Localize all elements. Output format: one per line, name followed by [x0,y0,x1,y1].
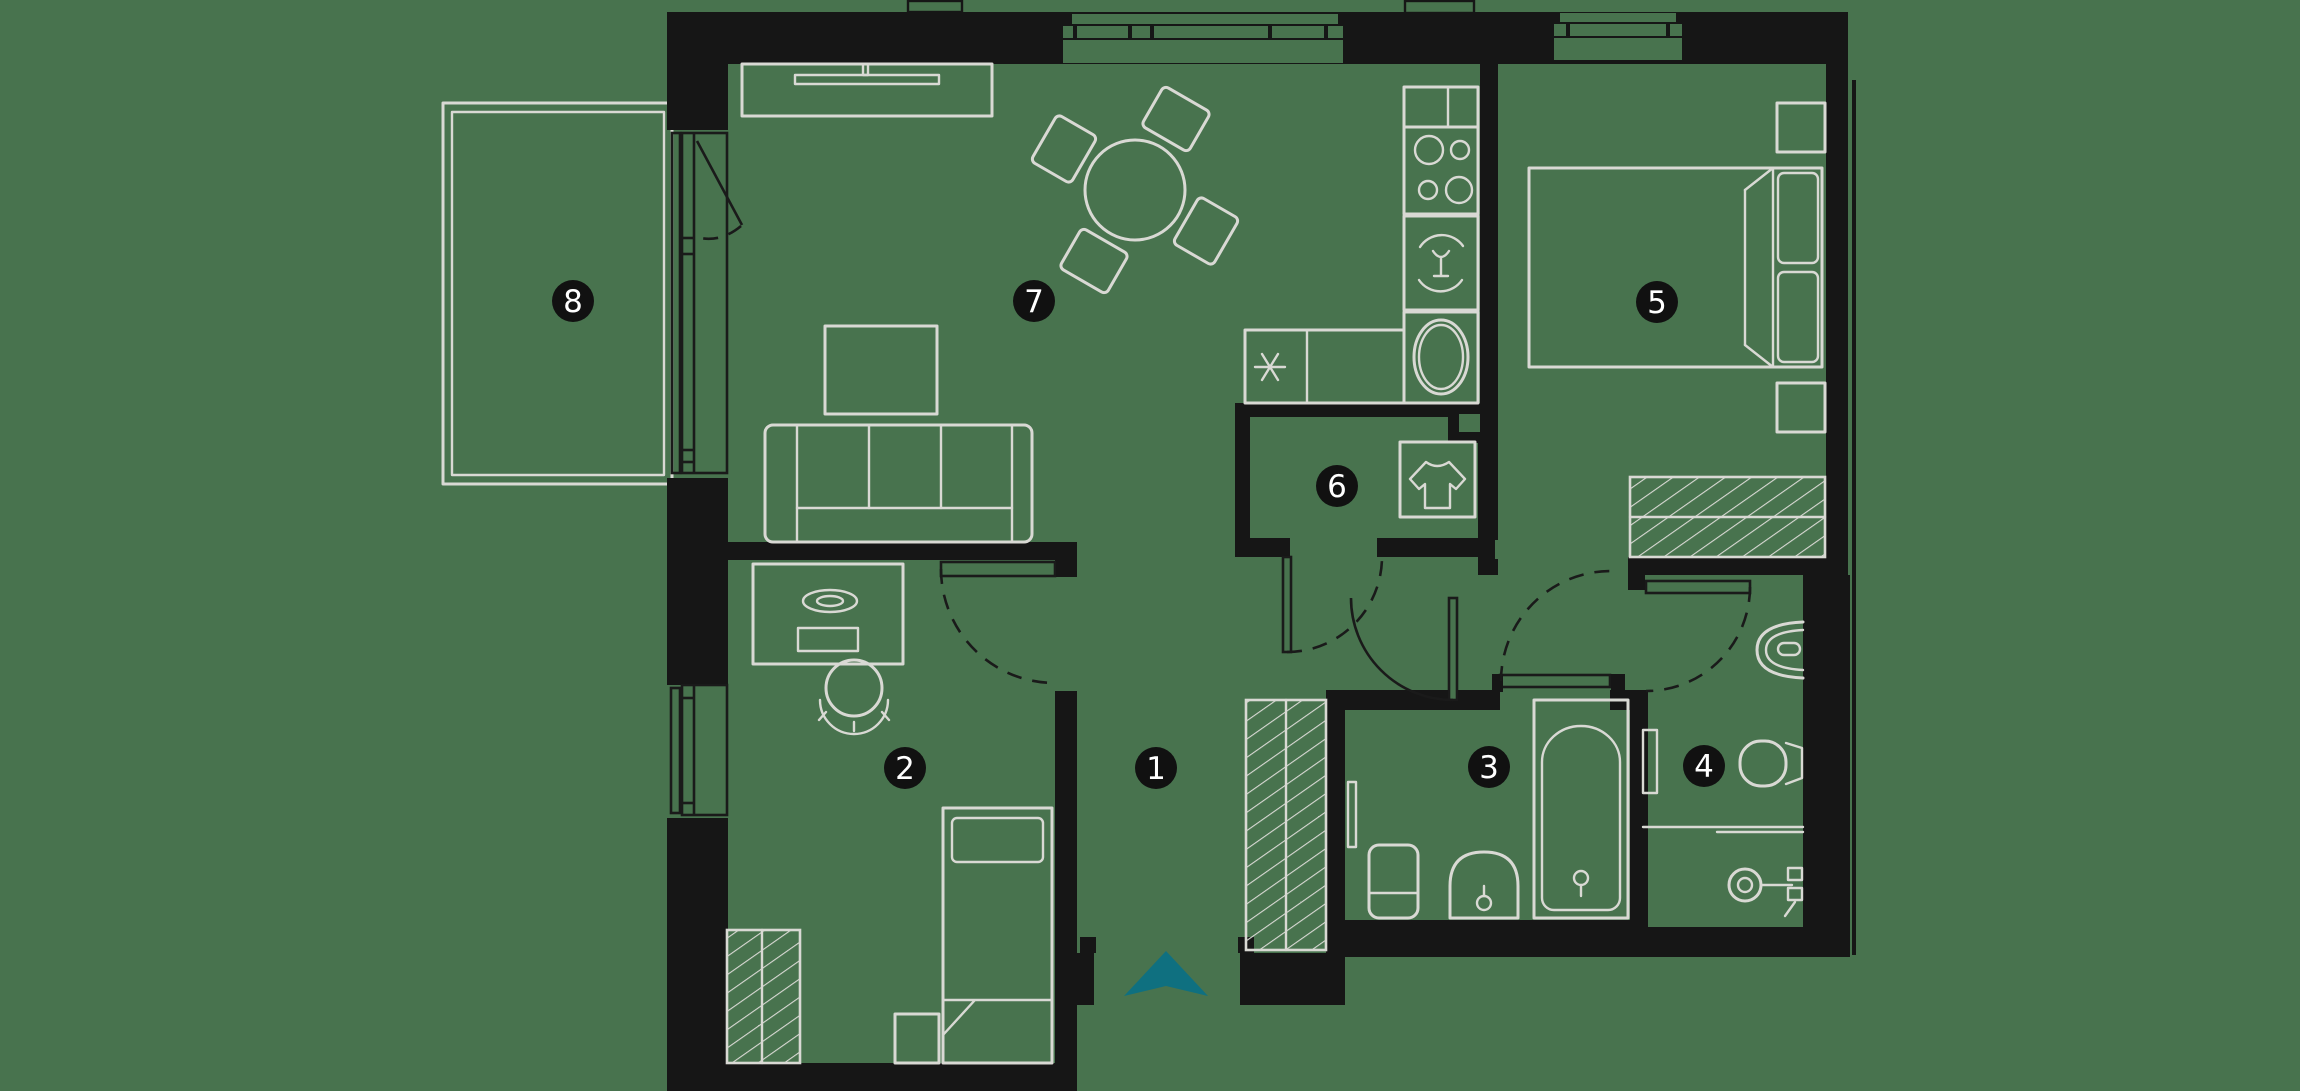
dining-table [1083,138,1187,242]
nightstand [893,1012,941,1065]
entrance-direction-arrow-icon [1124,951,1208,996]
dining-chair [1030,114,1098,184]
dining-chair [1172,196,1240,266]
doors [939,555,1752,702]
dishwasher [1402,214,1480,312]
balcony-door-window [670,131,744,475]
closet-box [1398,440,1477,519]
living-room-furniture [740,62,1240,544]
keyboard [796,626,860,653]
room-number: 4 [1694,749,1714,785]
bedroom2-door-leaf [939,560,1057,578]
balcony-door-swing [699,225,742,241]
dining-chair [1059,227,1129,295]
tv-screen [793,73,941,86]
room-label-3: 3 [1468,746,1510,788]
radiator [1641,728,1659,795]
bedroom2-window [669,683,729,817]
passage-door-swing [1349,597,1454,702]
stove [1402,125,1480,216]
room-number: 5 [1647,285,1667,321]
window-bedroom [1554,13,1682,60]
room-label-8: 8 [552,280,594,322]
desk-chair [817,658,891,736]
kitchen [1243,85,1480,405]
room-number: 1 [1146,751,1166,787]
shaft-outline-right [1403,0,1476,15]
room-label-4: 4 [1683,745,1725,787]
room-number: 6 [1327,469,1347,505]
fridge-snowflake-icon [1253,352,1287,382]
bedroom2-door-swing [939,568,1056,685]
storage-door-leaf [1281,555,1293,654]
window-living [1063,14,1343,63]
balcony-railing-inner [450,110,666,477]
pillow [950,816,1045,864]
room-label-7: 7 [1013,280,1055,322]
bathtub [1532,698,1630,920]
pillow [1776,270,1820,364]
storage-room [1398,440,1477,519]
nightstand [1775,381,1827,434]
toilet [1738,739,1804,788]
towel-rail [1346,780,1358,849]
water-heater-pump [1727,866,1804,918]
room-label-2: 2 [884,747,926,789]
tshirt-icon [1408,460,1467,510]
desk [751,562,905,666]
wardrobe-bedroom2 [725,928,802,1065]
bathroom-door-leaf [1498,673,1612,689]
room-label-5: 5 [1636,281,1678,323]
room-label-1: 1 [1135,747,1177,789]
bathroom-door-swing [1499,569,1612,682]
room-number: 7 [1024,284,1044,320]
wc-furniture [1641,620,1805,918]
wc-sink [1755,620,1805,680]
fridge-counter [1243,328,1406,405]
bedroom2-furniture [725,562,1054,1065]
shaft-outline-left [906,0,964,14]
walls [667,0,1856,1091]
balcony-door-leaf [695,140,744,226]
dining-chair [1141,85,1211,153]
bedroom5-furniture [1527,101,1827,559]
pillow [1776,171,1820,265]
bathroom3-furniture [1346,698,1630,920]
room-label-6: 6 [1316,465,1358,507]
double-bed [1527,166,1824,369]
room-number: 8 [563,284,583,320]
dining-chairs [1030,85,1240,295]
single-bed [941,806,1054,1065]
nightstand [1775,101,1827,154]
wardrobe-bedroom5 [1628,475,1827,559]
hall [1124,698,1328,996]
faucet [1776,641,1802,657]
room-number: 2 [895,751,915,787]
room-number: 3 [1479,750,1499,786]
wc-door-swing [1645,586,1752,693]
room-labels: 1 2 3 4 5 6 7 8 [552,280,1725,789]
passage-door-leaf [1447,596,1459,702]
coffee-table [823,324,939,416]
wc-door-leaf [1644,579,1752,595]
washing-machine [1367,843,1420,920]
duct-opening [1459,414,1481,432]
bathroom-sink [1448,850,1520,920]
hall-wardrobe [1244,698,1328,952]
sofa [763,423,1034,544]
